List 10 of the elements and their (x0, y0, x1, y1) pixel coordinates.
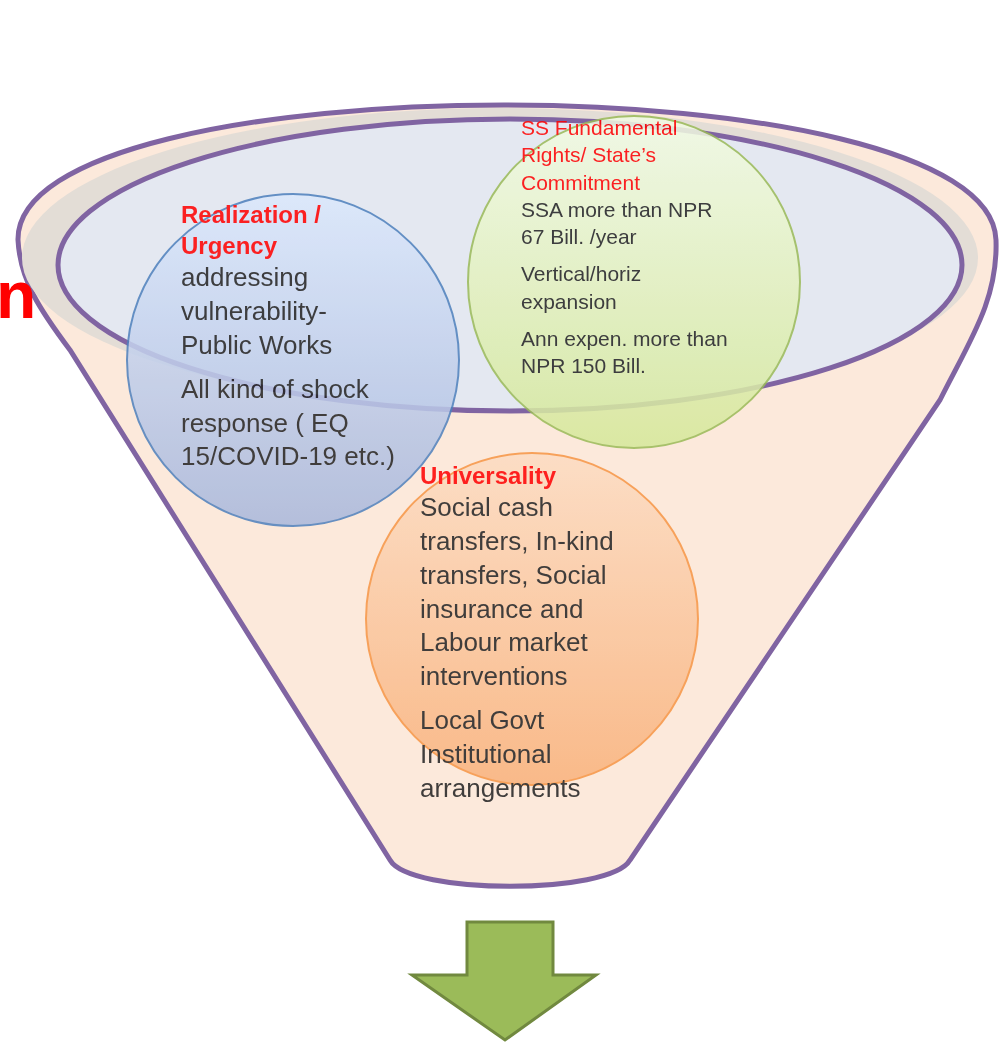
circle-text: Vertical/horiz expansion (521, 261, 643, 315)
circle-text: Social cash transfers, In-kind transfers, Social insurance and Labour market interventions (420, 491, 615, 694)
circle-text: addressing vulnerability- Public Works (181, 261, 334, 362)
circle-heading: Realization / Urgency (181, 200, 323, 262)
circle-text: Local Govt Institutional arrangements (420, 703, 582, 805)
circle-heading: SS Fundamental Rights/ State’s Commitment (521, 115, 679, 196)
circle-text: All kind of shock response ( EQ 15/COVID-19 etc.) (181, 372, 396, 474)
circle-text: SSA more than NPR 67 Bill. /year (521, 196, 714, 251)
circle-text: Ann expen. more than NPR 150 Bill. (521, 326, 729, 380)
cut-off-letter: n (0, 262, 37, 328)
